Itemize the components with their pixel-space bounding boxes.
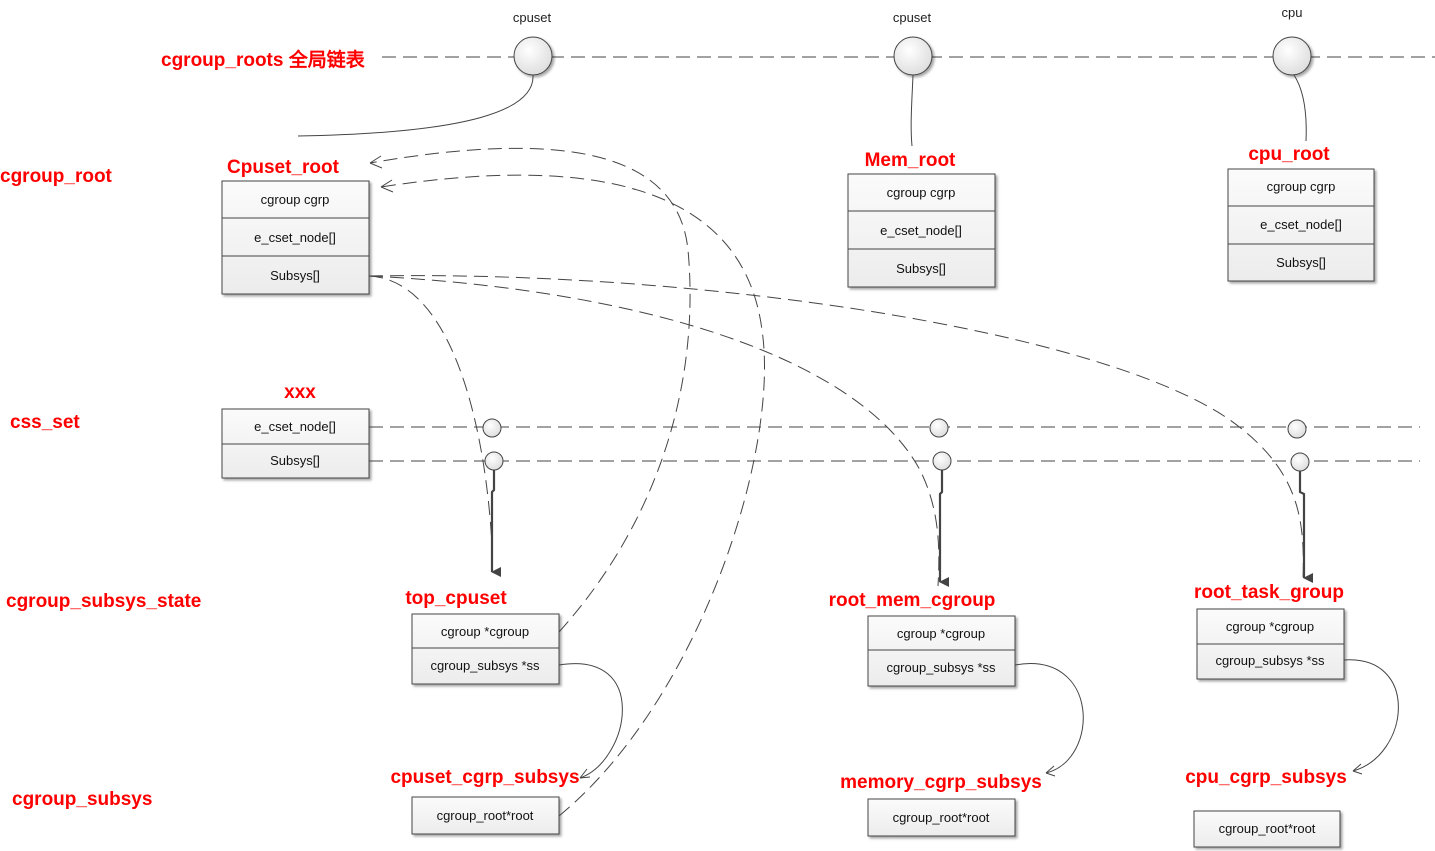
top-node-circle bbox=[1272, 36, 1312, 76]
row-label-cgroup-subsys: cgroup_subsys bbox=[12, 789, 152, 810]
list-node bbox=[1290, 452, 1310, 472]
top-node-label: cpu bbox=[1282, 5, 1303, 20]
subsys-title: cpuset_cgrp_subsys bbox=[390, 767, 579, 788]
css-set-cell-e-cset-node: e_cset_node[] bbox=[254, 419, 336, 434]
subsys-title: cpu_cgrp_subsys bbox=[1185, 767, 1347, 788]
list-node bbox=[1287, 419, 1307, 439]
list-nodes bbox=[482, 418, 1310, 472]
root-title: Cpuset_root bbox=[227, 157, 340, 178]
dashed-subsys-to-root-task-group bbox=[368, 275, 1304, 581]
root-box-cpuset: Cpuset_root cgroup cgrp e_cset_node[] Su… bbox=[221, 157, 370, 295]
root-box-cpu: cpu_root cgroup cgrp e_cset_node[] Subsy… bbox=[1227, 144, 1375, 282]
root-title: cpu_root bbox=[1248, 144, 1330, 165]
root-cell-e-cset-node: e_cset_node[] bbox=[1260, 217, 1342, 232]
row-label-css-set: css_set bbox=[10, 412, 80, 433]
top-node-circle bbox=[513, 36, 553, 76]
state-box-root-task-group: root_task_group cgroup *cgroup cgroup_su… bbox=[1194, 582, 1345, 680]
state-title: root_task_group bbox=[1194, 582, 1344, 603]
root-cell-e-cset-node: e_cset_node[] bbox=[254, 230, 336, 245]
top-node-cpuset-2: cpuset bbox=[893, 10, 933, 76]
dashed-subsys-to-root-mem-cgroup bbox=[368, 275, 940, 587]
ss-to-memory-subsys bbox=[1014, 663, 1084, 774]
top-node-circle bbox=[893, 36, 933, 76]
subsys-box-memory: memory_cgrp_subsys cgroup_root*root bbox=[840, 772, 1042, 837]
root-cell-subsys: Subsys[] bbox=[270, 268, 320, 283]
css-set-box: xxx e_cset_node[] Subsys[] bbox=[221, 382, 370, 479]
connector-cpuset-root bbox=[297, 74, 534, 137]
subsys-cell-root: cgroup_root*root bbox=[437, 808, 534, 823]
state-cell-ss: cgroup_subsys *ss bbox=[886, 660, 996, 675]
root-cell-cgrp: cgroup cgrp bbox=[887, 185, 956, 200]
top-node-label: cpuset bbox=[513, 10, 552, 25]
row-label-cgroup-roots: cgroup_roots 全局链表 bbox=[161, 48, 366, 71]
root-cell-cgrp: cgroup cgrp bbox=[261, 192, 330, 207]
css-set-title: xxx bbox=[284, 382, 316, 403]
arrow-to-root-task-group bbox=[1298, 471, 1313, 583]
dashed-subsys-root-to-cpuset-root bbox=[380, 174, 765, 817]
ss-to-cpuset-subsys bbox=[558, 663, 623, 779]
connector-mem-root bbox=[910, 74, 914, 147]
top-node-label: cpuset bbox=[893, 10, 932, 25]
list-node bbox=[482, 418, 502, 438]
root-box-mem: Mem_root cgroup cgrp e_cset_node[] Subsy… bbox=[847, 150, 996, 288]
root-cell-subsys: Subsys[] bbox=[1276, 255, 1326, 270]
subsys-cell-root: cgroup_root*root bbox=[1219, 821, 1316, 836]
css-set-cell-subsys: Subsys[] bbox=[270, 453, 320, 468]
arrow-to-root-mem-cgroup bbox=[938, 470, 949, 587]
root-cell-subsys: Subsys[] bbox=[896, 261, 946, 276]
state-cell-cgroup: cgroup *cgroup bbox=[441, 624, 529, 639]
subsys-cell-root: cgroup_root*root bbox=[893, 810, 990, 825]
state-box-top-cpuset: top_cpuset cgroup *cgroup cgroup_subsys … bbox=[405, 588, 560, 685]
top-node-cpu: cpu bbox=[1272, 5, 1312, 76]
root-title: Mem_root bbox=[865, 150, 956, 171]
state-cell-cgroup: cgroup *cgroup bbox=[897, 626, 985, 641]
list-node bbox=[484, 451, 504, 471]
top-node-cpuset-1: cpuset bbox=[513, 10, 553, 76]
state-cell-ss: cgroup_subsys *ss bbox=[430, 658, 540, 673]
subsys-box-cpu: cpu_cgrp_subsys cgroup_root*root bbox=[1185, 767, 1347, 848]
ss-to-cpu-subsys bbox=[1343, 659, 1399, 772]
state-title: root_mem_cgroup bbox=[829, 590, 996, 611]
row-label-cgroup-root: cgroup_root bbox=[0, 166, 113, 187]
subsys-box-cpuset: cpuset_cgrp_subsys cgroup_root*root bbox=[390, 767, 580, 835]
state-cell-ss: cgroup_subsys *ss bbox=[1215, 653, 1325, 668]
dashed-subsys-to-top-cpuset bbox=[368, 275, 493, 546]
dashed-cgroup-to-cpuset-root bbox=[369, 147, 691, 633]
list-node bbox=[929, 418, 949, 438]
root-cell-cgrp: cgroup cgrp bbox=[1267, 179, 1336, 194]
list-node bbox=[932, 451, 952, 471]
root-cell-e-cset-node: e_cset_node[] bbox=[880, 223, 962, 238]
row-label-cgroup-subsys-state: cgroup_subsys_state bbox=[6, 591, 201, 612]
connector-cpu-root bbox=[1293, 74, 1307, 142]
arrow-to-top-cpuset bbox=[490, 470, 501, 577]
state-box-root-mem-cgroup: root_mem_cgroup cgroup *cgroup cgroup_su… bbox=[829, 590, 1016, 687]
subsys-title: memory_cgrp_subsys bbox=[840, 772, 1042, 793]
state-title: top_cpuset bbox=[405, 588, 507, 609]
state-cell-cgroup: cgroup *cgroup bbox=[1226, 619, 1314, 634]
